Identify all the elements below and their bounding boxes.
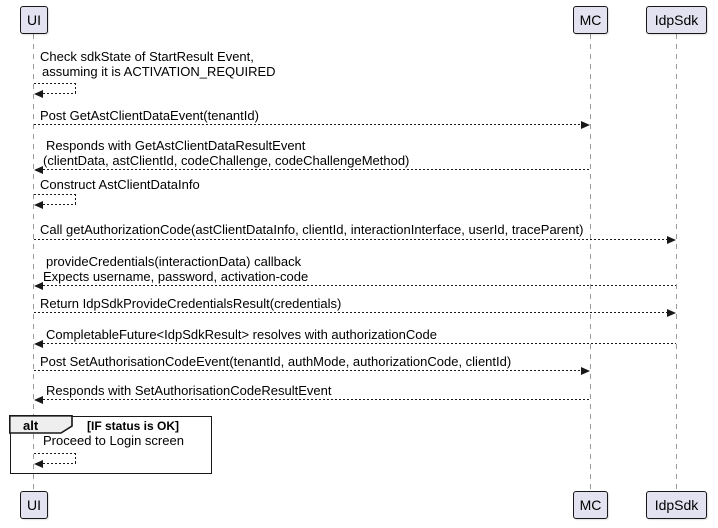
participant-idpsdk-bottom: IdpSdk	[646, 491, 707, 519]
arrowhead-left-icon	[34, 340, 43, 348]
message-label: CompletableFuture<IdpSdkResult> resolves…	[46, 327, 437, 342]
message-arrow-line	[43, 399, 590, 400]
message-label: Post GetAstClientDataEvent(tenantId)	[40, 108, 259, 123]
self-arrow-top	[34, 83, 76, 84]
lifeline-ui	[33, 34, 34, 491]
participant-ui-top: UI	[20, 6, 48, 34]
arrowhead-left-icon	[34, 460, 43, 468]
alt-operator-label: alt	[23, 418, 39, 433]
participant-mc-bottom: MC	[573, 491, 608, 519]
self-arrow-side	[75, 83, 76, 93]
message-label: Proceed to Login screen	[43, 433, 184, 448]
message-arrow-line	[43, 169, 590, 170]
message-arrow-line	[43, 343, 676, 344]
message-label: Call getAuthorizationCode(astClientDataI…	[40, 222, 584, 237]
message-label: Construct AstClientDataInfo	[40, 177, 200, 192]
message-label: Responds with SetAuthorisationCodeResult…	[46, 383, 332, 398]
arrowhead-left-icon	[34, 90, 43, 98]
arrowhead-left-icon	[34, 396, 43, 404]
message-arrow-line	[34, 312, 668, 313]
arrowhead-left-icon	[34, 166, 43, 174]
self-arrow-top	[34, 453, 76, 454]
lifeline-mc	[590, 34, 591, 491]
message-label: assuming it is ACTIVATION_REQUIRED	[42, 64, 276, 79]
self-arrow-side	[75, 453, 76, 463]
self-arrow-bottom	[43, 204, 76, 205]
message-label: provideCredentials(interactionData) call…	[46, 254, 302, 269]
lifeline-idpsdk	[676, 34, 677, 491]
message-label: Return IdpSdkProvideCredentialsResult(cr…	[40, 296, 342, 311]
message-arrow-line	[34, 239, 668, 240]
self-arrow-top	[34, 194, 76, 195]
arrowhead-left-icon	[34, 201, 43, 209]
alt-frame: alt [IF status is OK]	[9, 415, 212, 474]
arrowhead-right-icon	[667, 309, 676, 317]
alt-condition-label: [IF status is OK]	[87, 419, 180, 433]
arrowhead-right-icon	[581, 367, 590, 375]
message-arrow-line	[43, 285, 676, 286]
message-label: Check sdkState of StartResult Event,	[40, 49, 254, 64]
self-arrow-bottom	[43, 93, 76, 94]
message-label: Post SetAuthorisationCodeEvent(tenantId,…	[40, 354, 512, 369]
participant-mc-top: MC	[573, 6, 608, 34]
message-label: Responds with GetAstClientDataResultEven…	[46, 138, 306, 153]
message-label: (clientData, astClientId, codeChallenge,…	[43, 153, 410, 168]
message-arrow-line	[34, 370, 582, 371]
message-arrow-line	[34, 124, 582, 125]
participant-idpsdk-top: IdpSdk	[646, 6, 707, 34]
alt-operator-tab	[9, 415, 74, 435]
self-arrow-side	[75, 194, 76, 204]
arrowhead-right-icon	[667, 236, 676, 244]
participant-ui-bottom: UI	[20, 491, 48, 519]
arrowhead-right-icon	[581, 121, 590, 129]
message-label: Expects username, password, activation-c…	[43, 269, 309, 284]
self-arrow-bottom	[43, 463, 76, 464]
arrowhead-left-icon	[34, 282, 43, 290]
